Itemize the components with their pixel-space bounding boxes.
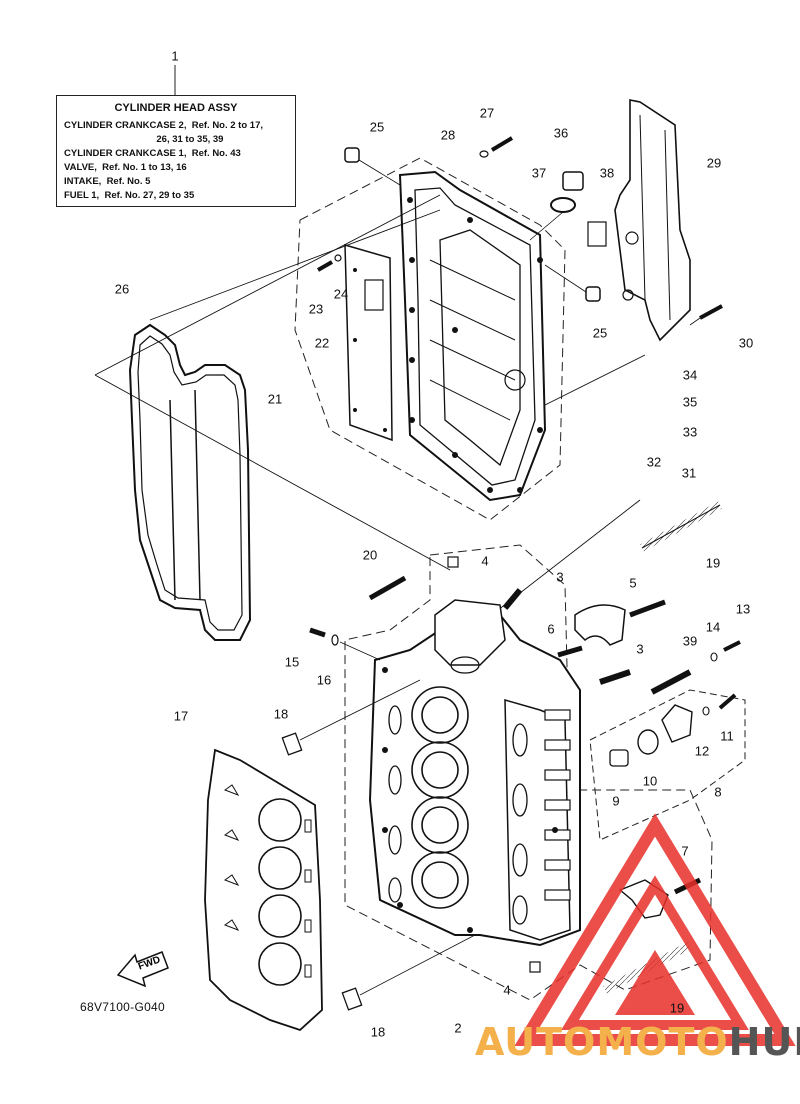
callout-36: 36	[553, 125, 569, 141]
callout-31: 31	[681, 465, 697, 481]
callout-26: 26	[114, 281, 130, 297]
callout-11: 11	[720, 728, 734, 744]
callout-20: 20	[362, 547, 378, 563]
callout-32: 32	[646, 454, 662, 470]
callout-24: 24	[333, 286, 349, 302]
callout-38: 38	[599, 165, 615, 181]
cover-gasket	[128, 323, 252, 641]
watermark-part2: HUB	[728, 1020, 800, 1064]
callout-18b: 18	[370, 1024, 386, 1040]
callout-30: 30	[738, 335, 754, 351]
callout-34: 34	[682, 367, 698, 383]
legend-line: 26, 31 to 35, 39	[64, 134, 224, 145]
callout-16: 16	[316, 672, 332, 688]
legend-line: CYLINDER CRANKCASE 1, Ref. No. 43	[64, 148, 241, 159]
callout-33: 33	[682, 424, 698, 440]
callout-39: 39	[682, 633, 698, 649]
callout-4: 4	[481, 553, 489, 569]
callout-25b: 25	[592, 325, 608, 341]
callout-9: 9	[612, 793, 620, 809]
callout-14: 14	[705, 619, 721, 635]
callout-8: 8	[714, 784, 722, 800]
callout-37: 37	[531, 165, 547, 181]
legend-line: VALVE, Ref. No. 1 to 13, 16	[64, 162, 187, 173]
callout-27: 27	[479, 105, 495, 121]
callout-5: 5	[629, 575, 637, 591]
callout-6: 6	[547, 621, 555, 637]
callout-3: 3	[556, 569, 564, 585]
head-cover-group	[294, 99, 723, 521]
head-gasket	[204, 748, 323, 1032]
callout-2: 2	[454, 1020, 462, 1036]
callout-25: 25	[369, 119, 385, 135]
callout-29: 29	[706, 155, 722, 171]
callout-22: 22	[314, 335, 330, 351]
watermark-part1: AUTOMOTO	[475, 1020, 729, 1064]
watermark-logo	[514, 813, 796, 1046]
callout-10: 10	[642, 773, 658, 789]
callout-15: 15	[284, 654, 300, 670]
callout-17: 17	[173, 708, 189, 724]
callout-12: 12	[694, 743, 710, 759]
cylinder-head-group	[281, 501, 746, 1011]
legend-line: CYLINDER CRANKCASE 2, Ref. No. 2 to 17,	[64, 120, 263, 131]
callout-4b: 4	[503, 982, 511, 998]
callout-28: 28	[440, 127, 456, 143]
callout-23: 23	[308, 301, 324, 317]
fwd-arrow-icon	[116, 951, 169, 988]
callout-7: 7	[681, 843, 689, 859]
callout-13: 13	[735, 601, 751, 617]
callout-19: 19	[705, 555, 721, 571]
legend-title: CYLINDER HEAD ASSY	[114, 102, 238, 114]
callout-18: 18	[273, 706, 289, 722]
callout-3b: 3	[636, 641, 644, 657]
callout-1: 1	[171, 48, 179, 64]
callout-19b: 19	[669, 1000, 685, 1016]
reference-legend: CYLINDER HEAD ASSY CYLINDER CRANKCASE 2,…	[56, 95, 296, 207]
callout-35: 35	[682, 394, 698, 410]
watermark-text: AUTOMOTOHUB	[475, 1020, 800, 1064]
legend-line: INTAKE, Ref. No. 5	[64, 176, 151, 187]
diagram-code: 68V7100-G040	[80, 1000, 165, 1014]
legend-line: FUEL 1, Ref. No. 27, 29 to 35	[64, 190, 195, 201]
callout-21: 21	[267, 391, 283, 407]
